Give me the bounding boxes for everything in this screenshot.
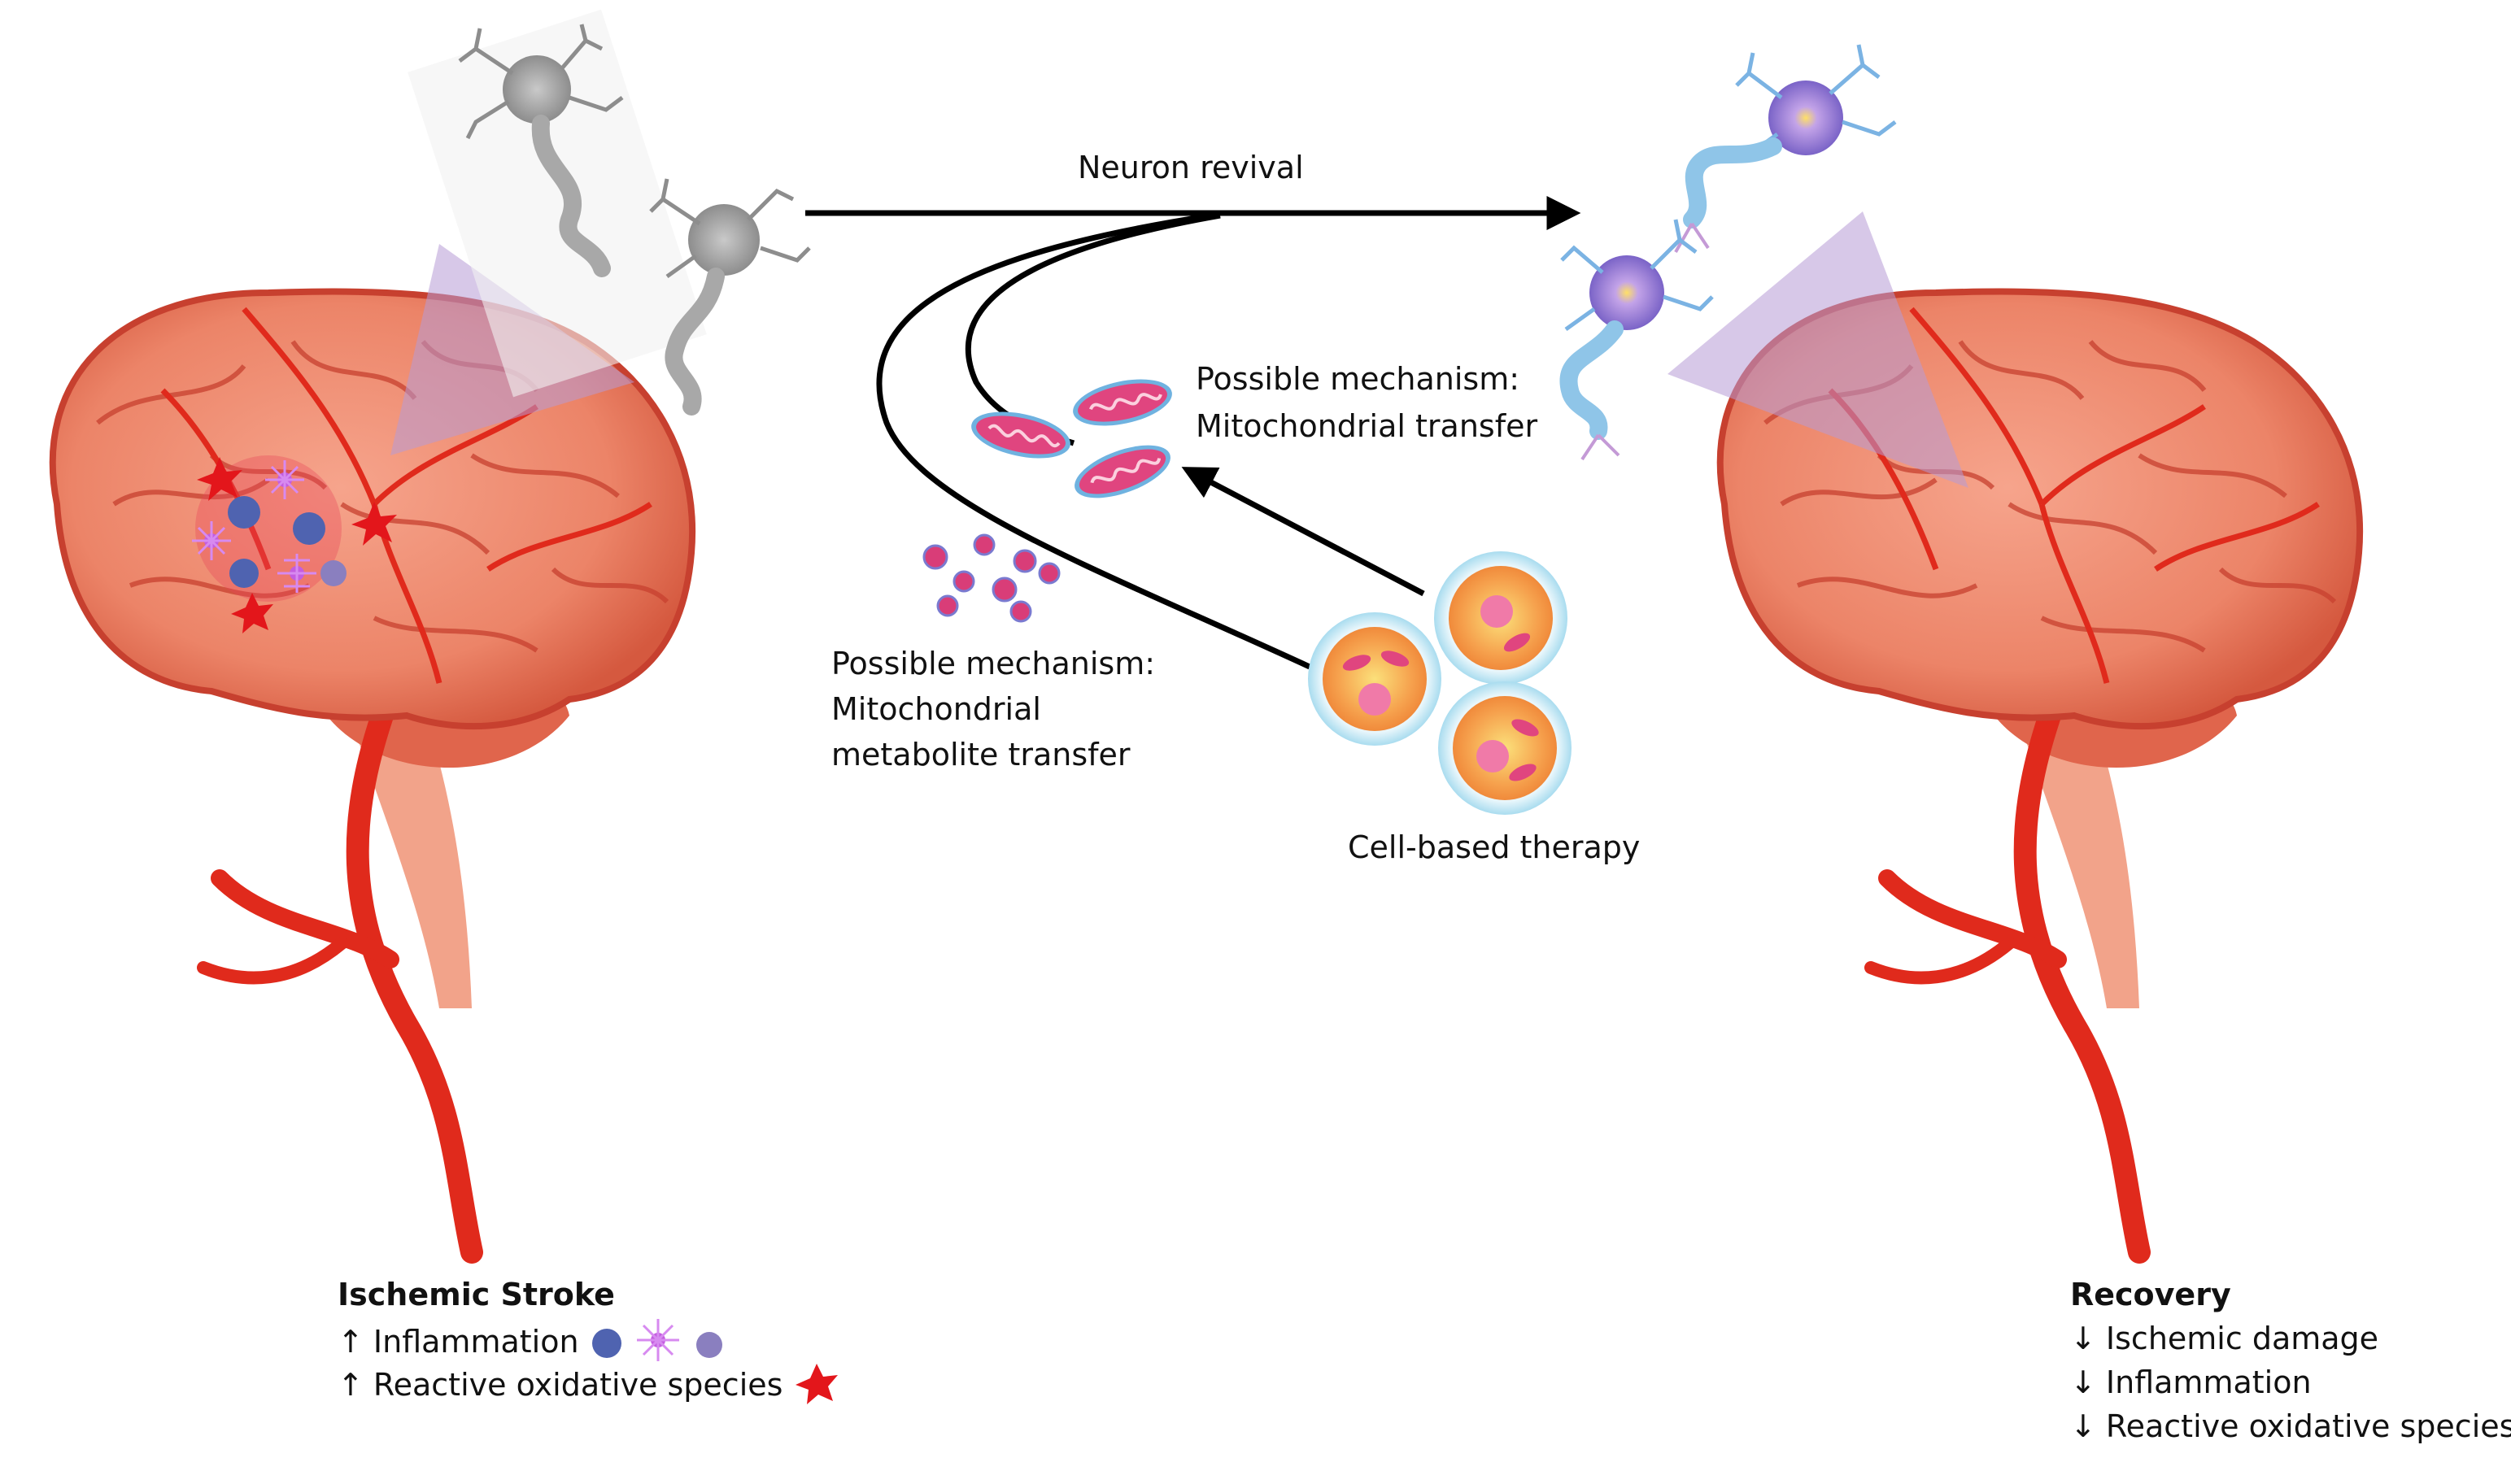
metabolite — [936, 594, 959, 617]
microglia-icon — [277, 554, 316, 593]
ros-star-icon — [796, 1364, 839, 1404]
metabolite — [992, 577, 1018, 603]
metabolite-pathway-curve — [876, 212, 1311, 670]
metabolite — [1038, 562, 1061, 585]
metabolite — [1013, 549, 1037, 573]
legend-ros-up: ↑ Reactive oxidative species — [338, 1362, 841, 1408]
healthy-neurons — [1559, 44, 1897, 461]
mitochondrion-icon — [971, 411, 1070, 459]
mito-mechanism-label-2: Mitochondrial transfer — [1196, 408, 1538, 444]
metabolite — [973, 533, 996, 556]
metabolite-mechanism-label-1: Possible mechanism: — [831, 646, 1156, 681]
damaged-neurons — [408, 9, 811, 416]
metabolite-mechanism-label-3: metabolite transfer — [831, 737, 1131, 772]
right-artery-branch-2 — [1864, 937, 2016, 985]
stem-cell-icon — [1434, 551, 1567, 685]
mitochondrion-icon — [1073, 379, 1172, 426]
legend-ros-up-text: ↑ Reactive oxidative species — [338, 1367, 783, 1403]
left-brainstem — [350, 707, 472, 1008]
stem-cell-icon — [1308, 612, 1441, 746]
mito-mechanism-label-1: Possible mechanism: — [1196, 361, 1520, 397]
metabolite — [953, 570, 975, 593]
stem-cell-icon — [1438, 681, 1572, 815]
immune-cell — [228, 496, 260, 529]
legend-ischemic-damage-down: ↓ Ischemic damage — [2070, 1321, 2379, 1356]
cell-therapy-label: Cell-based therapy — [1348, 829, 1641, 865]
right-brainstem — [2017, 707, 2139, 1008]
ros-star — [197, 457, 242, 501]
legend-inflammation-down: ↓ Inflammation — [2070, 1364, 2312, 1400]
immune-cell — [293, 512, 325, 545]
left-artery-branch-2 — [197, 937, 348, 985]
legend-inflammation-up: ↑ Inflammation — [338, 1317, 727, 1366]
ischemic-stroke-title: Ischemic Stroke — [338, 1277, 615, 1312]
left-lesion — [192, 455, 397, 633]
microglia-icon — [265, 460, 304, 499]
ros-star — [231, 593, 273, 633]
left-artery-branch — [211, 869, 399, 968]
immune-cell — [229, 559, 259, 588]
right-highlight-cone — [1667, 211, 1968, 488]
mitochondrion-icon — [1075, 445, 1170, 498]
inflammation-cells-icon — [591, 1319, 722, 1361]
metabolites — [922, 533, 1061, 623]
purple-neuron — [1674, 44, 1897, 253]
ros-star — [351, 502, 397, 546]
recovery-title: Recovery — [2070, 1277, 2231, 1312]
cell-to-mito-arrow — [1181, 467, 1425, 597]
mitochondria — [971, 379, 1172, 498]
left-artery — [346, 704, 483, 1264]
right-artery — [2013, 704, 2151, 1264]
legend-ros-down: ↓ Reactive oxidative species — [2070, 1408, 2511, 1444]
metabolite — [1009, 600, 1032, 623]
therapy-cells — [1308, 551, 1572, 815]
grey-neuron — [649, 178, 811, 416]
metabolite-mechanism-label-2: Mitochondrial — [831, 691, 1041, 727]
left-brain — [49, 244, 696, 1264]
legend-inflammation-up-text: ↑ Inflammation — [338, 1324, 579, 1360]
neuron-revival-label: Neuron revival — [1078, 150, 1304, 185]
metabolite — [922, 544, 948, 570]
right-artery-branch — [1878, 869, 2067, 968]
right-brain — [1667, 211, 2364, 1264]
purple-neuron — [1559, 219, 1714, 461]
grey-neuron — [458, 24, 624, 277]
immune-cell — [320, 560, 347, 586]
microglia-icon — [192, 521, 231, 560]
